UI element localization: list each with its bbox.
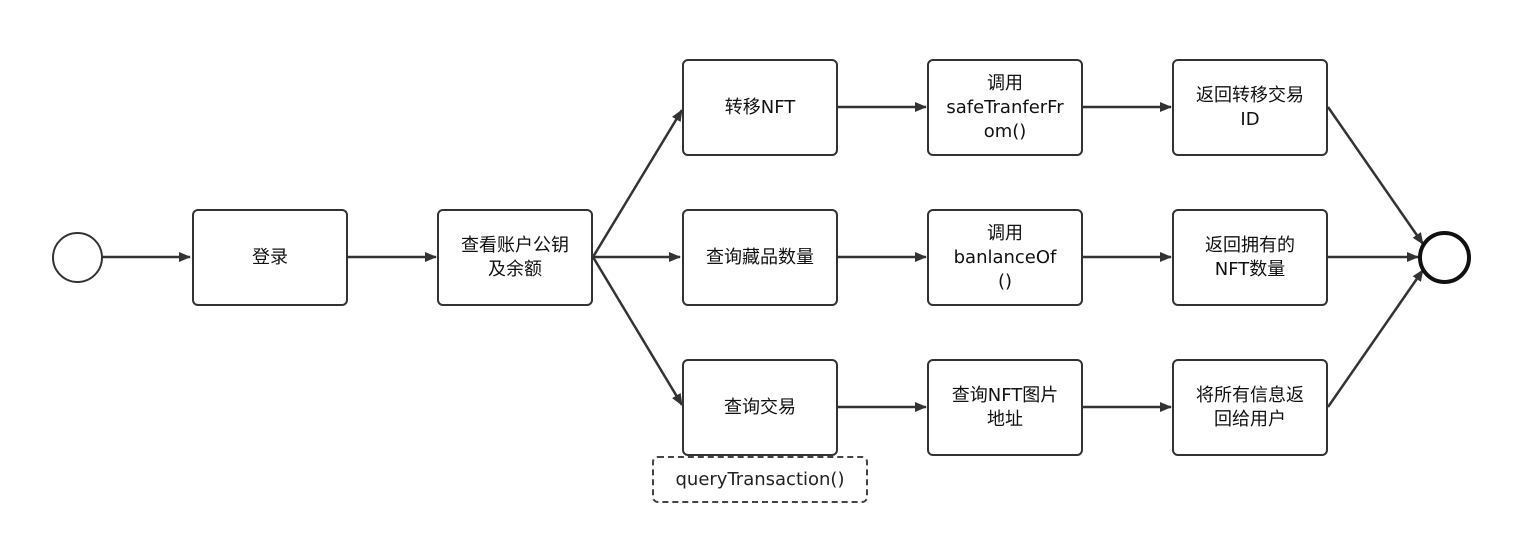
query-collection-count-node: 查询藏品数量 — [682, 209, 838, 306]
start-event — [52, 232, 103, 283]
login-node: 登录 — [192, 209, 348, 306]
query-transaction-annotation: queryTransaction() — [652, 456, 868, 503]
edge-return-all-to-end — [1326, 269, 1425, 408]
transfer-nft-node: 转移NFT — [682, 59, 838, 156]
query-nft-image-node: 查询NFT图片 地址 — [927, 359, 1083, 456]
call-safe-transfer-node: 调用 safeTranferFr om() — [927, 59, 1083, 156]
edge-view-account-to-query-transaction — [591, 256, 684, 406]
return-all-info-node: 将所有信息返 回给用户 — [1172, 359, 1328, 456]
edge-view-account-to-transfer — [591, 109, 684, 258]
return-nft-count-node: 返回拥有的 NFT数量 — [1172, 209, 1328, 306]
call-balance-of-node: 调用 banlanceOf () — [927, 209, 1083, 306]
end-event — [1418, 231, 1471, 284]
query-transaction-node: 查询交易 — [682, 359, 838, 456]
return-transfer-id-node: 返回转移交易 ID — [1172, 59, 1328, 156]
view-account-node: 查看账户公钥 及余额 — [437, 209, 593, 306]
edge-return-id-to-end — [1326, 106, 1425, 245]
